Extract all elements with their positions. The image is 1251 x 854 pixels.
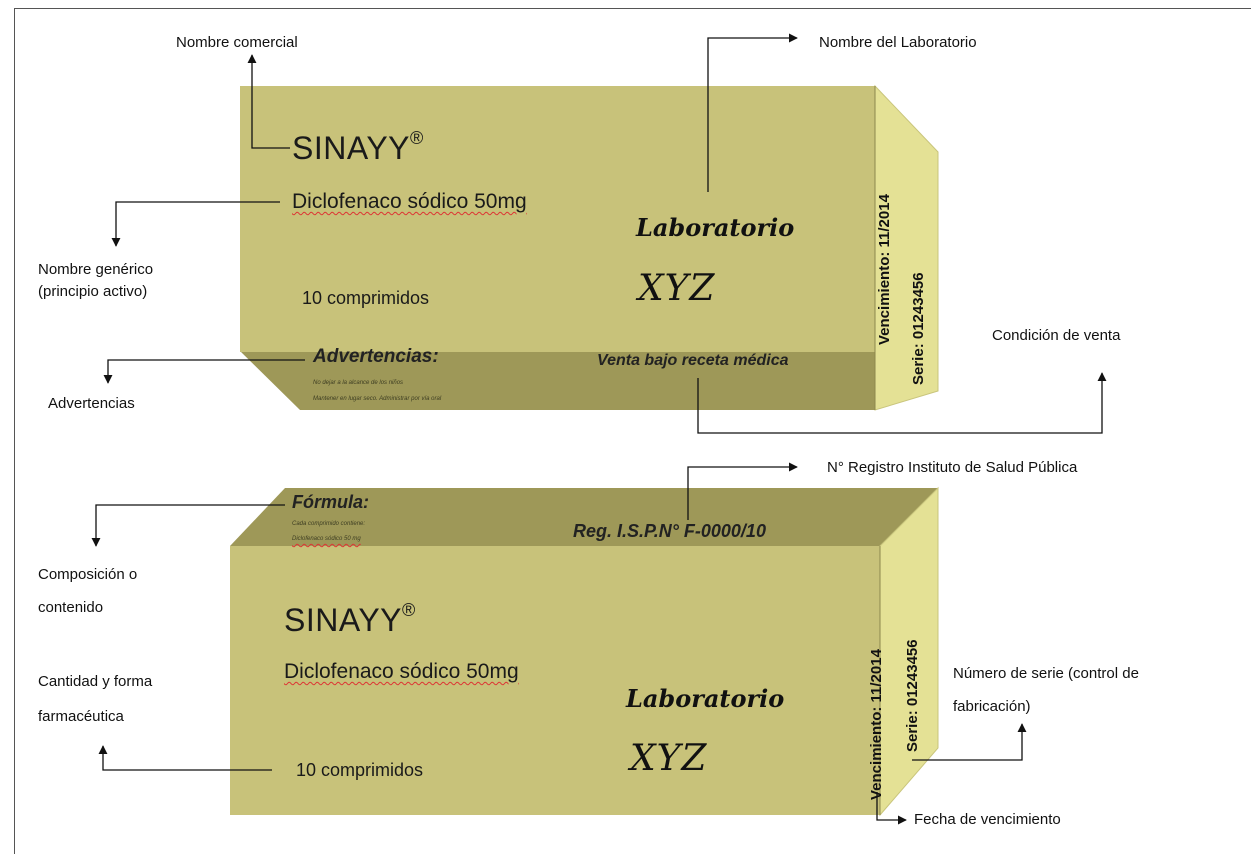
connector-generic-name	[111, 201, 280, 247]
top-box-generic-name: Diclofenaco sódico 50mg	[292, 190, 527, 213]
registered-mark: ®	[402, 600, 416, 620]
label-composition-line2: contenido	[38, 599, 104, 616]
connector-expiry-date	[876, 792, 907, 825]
connector-serial-number	[912, 723, 1027, 761]
label-lab-name: Nombre del Laboratorio	[819, 34, 977, 51]
registered-mark: ®	[410, 128, 424, 148]
top-box-bottom-face	[240, 351, 875, 410]
top-box-side-serial: Serie: 01243456	[910, 272, 927, 385]
connector-quantity-form	[98, 745, 272, 771]
bottom-box-formula-line1: Cada comprimido contiene:	[292, 521, 366, 527]
bottom-box-generic-name: Diclofenaco sódico 50mg	[284, 660, 519, 683]
label-generic-name-line2: (principio activo)	[38, 283, 148, 300]
label-generic-name-line1: Nombre genérico	[38, 261, 154, 278]
top-box-warnings-line1: No dejar a la alcance de los niños	[313, 380, 404, 386]
bottom-box-side-expiry: Vencimiento: 11/2014	[868, 649, 885, 800]
label-trade-name: Nombre comercial	[176, 34, 298, 51]
connector-composition	[91, 504, 285, 547]
figure-frame	[14, 8, 1251, 854]
top-box-warnings-title: Advertencias:	[313, 346, 439, 367]
label-composition-line1: Composición o	[38, 566, 138, 583]
label-quantity-form-line2: farmacéutica	[38, 708, 124, 725]
label-sale-condition: Condición de venta	[992, 327, 1121, 344]
bottom-box-side-serial: Serie: 01243456	[904, 639, 921, 752]
bottom-box-lab-line1: Laboratorio	[626, 684, 785, 713]
label-warnings: Advertencias	[48, 395, 135, 412]
top-box-sale-condition: Venta bajo receta médica	[597, 352, 789, 369]
connector-warnings	[103, 359, 305, 384]
top-box-side-expiry: Vencimiento: 11/2014	[876, 194, 893, 345]
bottom-box-formula-line2: Diclofenaco sódico 50 mg	[292, 536, 361, 542]
bottom-box-front-face	[230, 546, 880, 815]
bottom-box-quantity: 10 comprimidos	[296, 760, 424, 780]
top-box-lab-line2: XYZ	[638, 268, 716, 309]
label-serial-number-line1: Número de serie (control de	[953, 665, 1139, 682]
connector-sale-condition	[697, 372, 1107, 434]
connector-isp-registry	[687, 462, 798, 520]
bottom-box-brand: SINAYY®	[284, 600, 416, 638]
label-quantity-form-line1: Cantidad y forma	[38, 673, 153, 690]
top-box-brand: SINAYY®	[292, 128, 424, 166]
bottom-box-top-face	[230, 488, 938, 546]
label-expiry-date: Fecha de vencimiento	[914, 811, 1061, 828]
connector-trade-name	[247, 54, 290, 149]
label-serial-number-line2: fabricación)	[953, 698, 1031, 715]
top-box-lab-line1: Laboratorio	[636, 213, 795, 242]
bottom-box-lab-line2: XYZ	[630, 738, 708, 779]
top-box-warnings-line2: Mantener en lugar seco. Administrar por …	[313, 396, 442, 402]
top-box-quantity: 10 comprimidos	[302, 288, 430, 308]
connector-lab-name	[707, 33, 798, 192]
top-box-front-face	[240, 86, 875, 352]
bottom-box-registry: Reg. I.S.P.N° F-0000/10	[573, 521, 766, 541]
bottom-box-formula-title: Fórmula:	[292, 492, 370, 512]
label-isp-registry: N° Registro Instituto de Salud Pública	[827, 459, 1078, 476]
